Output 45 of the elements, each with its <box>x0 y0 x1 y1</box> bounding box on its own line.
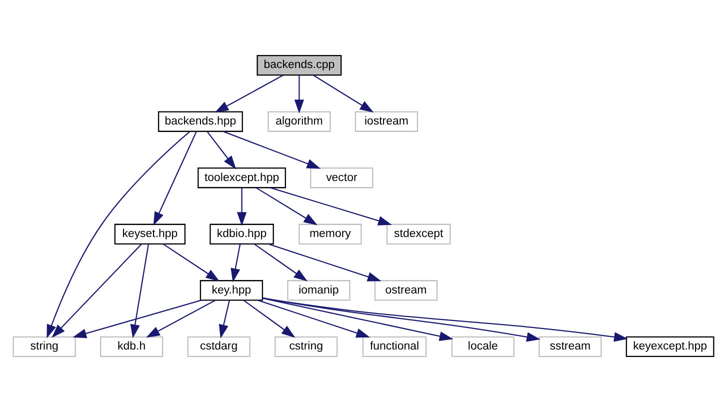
node-box: sstream <box>538 336 602 356</box>
node-box: iostream <box>354 110 418 132</box>
node-box: string <box>12 336 76 356</box>
arrow <box>214 74 284 112</box>
node-box: kdb.h <box>100 336 164 356</box>
node-box: stdexcept <box>386 223 451 244</box>
arrow <box>52 243 142 338</box>
node-box: backends.hpp <box>158 110 243 132</box>
arrow <box>254 242 308 281</box>
arrow <box>206 130 236 169</box>
arrow <box>153 130 198 226</box>
node-box: toolexcept.hpp <box>198 167 286 188</box>
arrow <box>268 242 382 281</box>
node-box: iomanip <box>287 280 350 300</box>
arrow <box>222 130 321 168</box>
node-box: cstdarg <box>187 336 250 356</box>
arrow <box>72 299 202 338</box>
arrow <box>294 74 304 113</box>
arrow <box>146 299 216 338</box>
arrow <box>256 186 318 225</box>
arrow <box>257 299 370 338</box>
arrow <box>130 243 150 338</box>
arrow <box>162 242 220 281</box>
arrow <box>46 130 190 338</box>
arrow <box>230 244 241 282</box>
node-box: ostream <box>374 280 438 300</box>
node-box: backends.cpp <box>256 54 342 76</box>
node-box: key.hpp <box>200 280 264 300</box>
node-box: keyset.hpp <box>114 223 186 244</box>
arrow <box>236 187 247 226</box>
node-box: locale <box>451 336 514 356</box>
arrow <box>312 74 374 112</box>
node-box: algorithm <box>268 110 331 132</box>
arrow <box>243 299 296 338</box>
node-box: vector <box>310 167 374 188</box>
node-box: keyexcept.hpp <box>626 336 714 356</box>
arrow <box>218 300 230 338</box>
arrow <box>262 297 628 342</box>
node-box: kdbio.hpp <box>210 223 274 244</box>
arrow <box>262 297 454 340</box>
node-box: memory <box>298 223 362 244</box>
node-box: cstring <box>274 336 338 356</box>
node-box: functional <box>362 336 427 356</box>
arrow <box>270 186 392 225</box>
arrow <box>262 296 540 342</box>
